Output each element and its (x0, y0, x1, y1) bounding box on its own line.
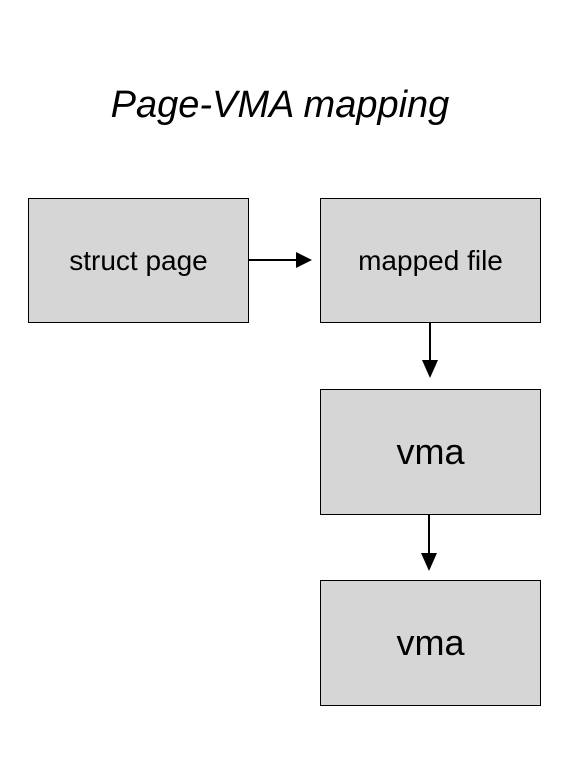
node-mapped-file-label: mapped file (358, 244, 503, 276)
node-vma-1: vma (320, 389, 541, 515)
edge-struct-page-to-mapped-file (249, 252, 312, 268)
edge-vma-1-to-vma-2 (421, 515, 437, 571)
arrowhead-down-icon (421, 553, 437, 571)
node-struct-page-label: struct page (69, 244, 208, 276)
arrowhead-down-icon (422, 360, 438, 378)
node-vma-1-label: vma (396, 431, 465, 472)
node-vma-2: vma (320, 580, 541, 706)
node-struct-page: struct page (28, 198, 249, 323)
edge-mapped-file-to-vma-1 (422, 323, 438, 378)
node-vma-2-label: vma (396, 622, 465, 663)
arrowhead-right-icon (296, 252, 312, 268)
node-mapped-file: mapped file (320, 198, 541, 323)
diagram-title: Page-VMA mapping (110, 84, 450, 126)
